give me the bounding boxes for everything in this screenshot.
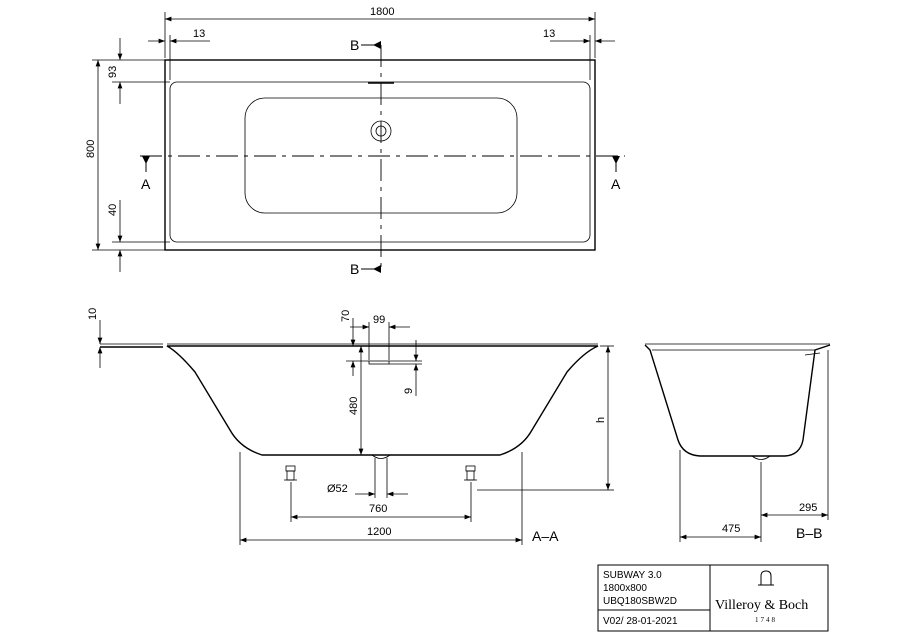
- tub-basin: [244, 97, 518, 214]
- foot-left: [284, 465, 297, 481]
- tub-profile: [166, 345, 599, 456]
- section-a-left: A: [141, 176, 151, 192]
- dim-side-bottom: 475: [722, 523, 740, 535]
- title-block: SUBWAY 3.0 1800x800 UBQ180SBW2D V02/ 28-…: [597, 564, 829, 632]
- section-a-right: A: [611, 176, 621, 192]
- section-label-aa: A–A: [532, 528, 559, 544]
- drain-plate: [368, 360, 390, 365]
- dim-drain-height: 9: [403, 388, 415, 394]
- product-name: SUBWAY 3.0: [603, 570, 662, 581]
- tub-outline: [164, 59, 596, 251]
- tub-side-profile: [644, 344, 831, 457]
- product-code: UBQ180SBW2D: [603, 596, 677, 607]
- dim-bottom-length: 1200: [367, 526, 391, 538]
- dim-side-offset: 295: [799, 502, 817, 514]
- drawing-version: V02/ 28-01-2021: [603, 616, 678, 627]
- dim-rim-left: 13: [193, 28, 205, 40]
- brand-year: 1748: [755, 616, 777, 624]
- dim-drain-diameter: Ø52: [327, 483, 348, 495]
- dim-height-var: h: [595, 417, 607, 423]
- dim-depth: 480: [348, 397, 360, 415]
- section-b-bottom: B: [350, 261, 359, 277]
- dim-feet-spacing: 760: [369, 503, 387, 515]
- plan-view: B B A A 1800 13 13 800 93: [85, 6, 625, 277]
- dim-rim-right: 13: [543, 28, 555, 40]
- product-size: 1800x800: [603, 583, 647, 594]
- dim-drain-offset: 70: [340, 310, 352, 322]
- dim-rim-height: 10: [87, 308, 99, 320]
- dim-drain-width: 99: [373, 314, 385, 326]
- section-a-a-view: 10 70 99 9 480 h Ø52: [87, 308, 614, 545]
- section-b-b-view: 475 295 B–B: [644, 343, 831, 542]
- section-label-bb: B–B: [796, 525, 822, 541]
- dim-length: 1800: [370, 6, 394, 18]
- brand-logo-icon: [758, 570, 774, 586]
- tub-inner-rim: [169, 81, 591, 243]
- dim-width: 800: [85, 140, 97, 158]
- section-b-top: B: [350, 37, 359, 53]
- dim-rim-bottom: 40: [107, 204, 119, 216]
- dim-rim-top: 93: [107, 66, 119, 78]
- foot-right: [464, 465, 477, 481]
- brand-name: Villeroy & Boch: [715, 598, 808, 613]
